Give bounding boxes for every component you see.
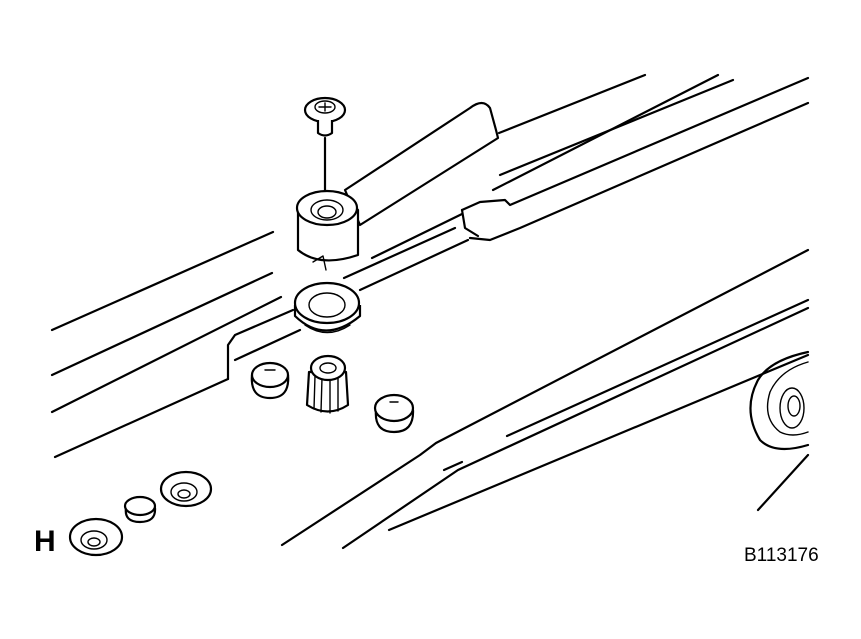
handle-lever	[295, 101, 500, 271]
cap-left	[250, 361, 290, 400]
view-marker-label: H	[34, 525, 56, 558]
grommet-lower	[68, 517, 124, 557]
plug-small	[123, 495, 157, 524]
body-panel-contours	[50, 73, 810, 550]
bushing	[293, 281, 362, 334]
fluted-knob	[305, 354, 350, 414]
grommet-upper	[159, 470, 213, 508]
cap-right	[373, 393, 415, 434]
screw	[303, 96, 347, 200]
figure-code-label: B113176	[744, 545, 819, 566]
large-grommet-right	[749, 350, 810, 451]
